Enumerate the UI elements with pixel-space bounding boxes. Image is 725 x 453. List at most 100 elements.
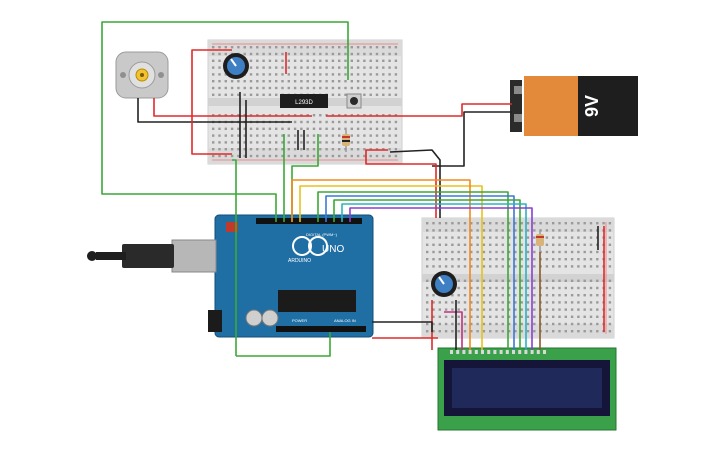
breadboard-hole xyxy=(356,52,360,56)
breadboard-hole xyxy=(293,154,297,158)
breadboard-hole xyxy=(564,308,567,311)
breadboard-hole xyxy=(249,46,253,49)
digital-header-label: DIGITAL (PWM~) xyxy=(306,232,338,237)
breadboard-hole xyxy=(476,250,479,254)
breadboard-hole xyxy=(463,229,467,232)
breadboard-hole xyxy=(520,250,523,254)
breadboard-hole xyxy=(249,52,253,56)
breadboard-hole xyxy=(545,330,549,333)
breadboard-hole xyxy=(363,73,366,76)
breadboard-hole xyxy=(444,265,448,268)
breadboard-hole xyxy=(268,134,272,137)
breadboard-hole xyxy=(533,258,536,261)
breadboard-hole xyxy=(262,141,265,144)
lcd-pin xyxy=(468,350,472,354)
breadboard-hole xyxy=(388,93,391,96)
breadboard-hole xyxy=(369,154,372,158)
breadboard-hole xyxy=(369,93,372,96)
breadboard-hole xyxy=(350,73,353,76)
breadboard-hole xyxy=(608,279,612,282)
breadboard-hole xyxy=(363,134,366,137)
breadboard-hole xyxy=(596,308,599,311)
breadboard-hole xyxy=(501,315,504,318)
breadboard-hole xyxy=(432,258,435,261)
lcd-pin xyxy=(450,350,453,354)
breadboard-hole xyxy=(344,66,347,69)
breadboard-hole xyxy=(482,286,486,290)
breadboard-hole xyxy=(457,308,460,311)
breadboard-hole xyxy=(432,330,435,333)
breadboard-hole xyxy=(281,73,284,76)
breadboard-hole xyxy=(325,154,328,158)
breadboard-hole xyxy=(589,229,593,232)
breadboard-hole xyxy=(388,46,391,49)
breadboard-hole xyxy=(293,73,297,76)
breadboard-hole xyxy=(583,279,586,282)
breadboard-hole xyxy=(363,86,366,90)
breadboard-hole xyxy=(369,127,372,130)
breadboard-hole xyxy=(432,265,435,268)
breadboard-hole xyxy=(256,134,259,137)
breadboard-hole xyxy=(564,243,567,246)
breadboard-hole xyxy=(432,222,435,225)
breadboard-hole xyxy=(470,236,473,239)
breadboard-hole xyxy=(533,243,536,246)
breadboard-hole xyxy=(526,322,530,326)
breadboard-hole xyxy=(237,154,240,158)
breadboard-hole xyxy=(281,52,284,56)
breadboard-hole xyxy=(470,229,473,232)
breadboard-hole xyxy=(325,73,328,76)
breadboard-hole xyxy=(457,243,460,246)
breadboard-hole xyxy=(312,134,316,137)
breadboard-hole xyxy=(338,93,341,96)
breadboard-hole xyxy=(570,286,574,290)
breadboard-hole xyxy=(489,229,492,232)
breadboard-hole xyxy=(224,134,227,137)
breadboard-hole xyxy=(394,80,398,83)
breadboard-hole xyxy=(338,141,341,144)
breadboard-hole xyxy=(388,154,391,158)
breadboard-hole xyxy=(306,73,309,76)
breadboard-hole xyxy=(489,308,492,311)
breadboard-hole xyxy=(363,93,366,96)
breadboard-hole xyxy=(306,46,309,49)
breadboard-hole xyxy=(507,279,511,282)
breadboard-hole xyxy=(570,279,574,282)
breadboard-hole xyxy=(444,322,448,326)
breadboard-hole xyxy=(331,120,335,124)
breadboard-hole xyxy=(426,265,429,268)
breadboard-hole xyxy=(552,322,555,326)
breadboard-hole xyxy=(596,222,599,225)
breadboard-hole xyxy=(287,127,290,130)
breadboard-hole xyxy=(293,120,297,124)
breadboard-hole xyxy=(482,236,486,239)
breadboard-hole xyxy=(507,294,511,297)
breadboard-hole xyxy=(470,286,473,290)
breadboard-hole xyxy=(249,127,253,130)
breadboard-hole xyxy=(319,52,322,56)
breadboard-hole xyxy=(564,265,567,268)
breadboard-hole xyxy=(564,301,567,304)
breadboard-hole xyxy=(608,250,612,254)
breadboard-hole xyxy=(438,243,441,246)
breadboard-hole xyxy=(275,93,278,96)
breadboard-hole xyxy=(520,229,523,232)
breadboard-hole xyxy=(218,154,221,158)
breadboard-hole xyxy=(344,127,347,130)
breadboard-hole xyxy=(312,127,316,130)
breadboard-hole xyxy=(338,66,341,69)
breadboard-hole xyxy=(432,294,435,297)
breadboard-hole xyxy=(212,93,215,96)
breadboard-hole xyxy=(489,330,492,333)
breadboard-hole xyxy=(394,154,398,158)
breadboard-hole xyxy=(457,301,460,304)
breadboard-hole xyxy=(281,86,284,90)
breadboard-hole xyxy=(312,86,316,90)
breadboard-hole xyxy=(539,222,542,225)
breadboard-hole xyxy=(224,52,227,56)
breadboard-hole xyxy=(375,154,379,158)
breadboard-hole xyxy=(489,286,492,290)
breadboard-hole xyxy=(520,294,523,297)
breadboard-hole xyxy=(375,66,379,69)
breadboard-hole xyxy=(482,243,486,246)
